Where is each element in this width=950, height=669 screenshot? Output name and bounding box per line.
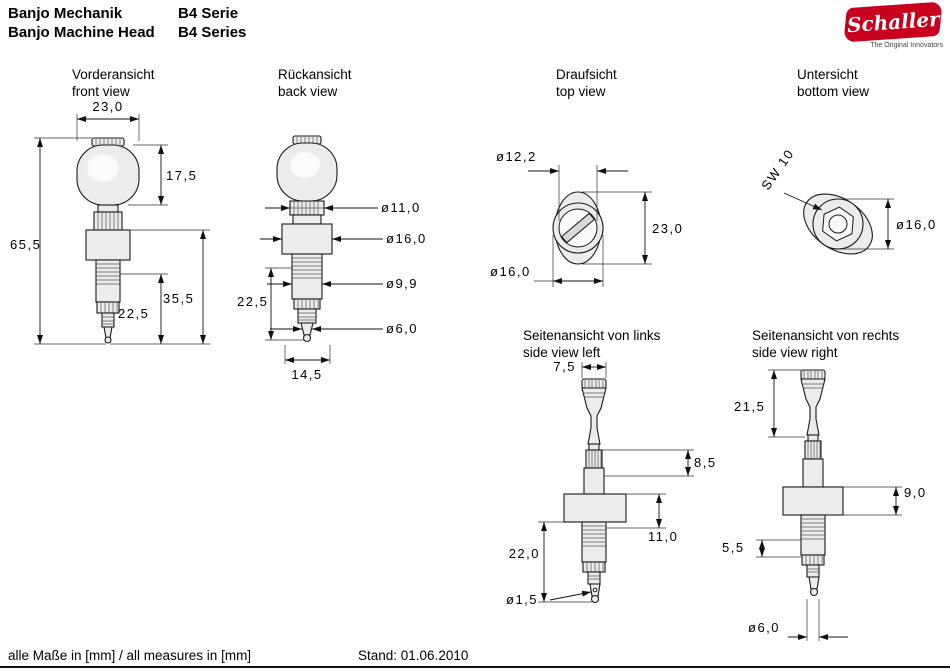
side-left-view-drawing: 7,5 8,5 11,0 22,0 ø1,5 <box>506 359 717 607</box>
dim-front-width: 23,0 <box>92 99 123 114</box>
front-view-label-de: Vorderansicht <box>72 67 155 82</box>
side-right-view-label: Seitenansicht von rechts side view right <box>752 327 899 361</box>
bottom-border-line <box>0 666 950 668</box>
dim-sideleft-body: 11,0 <box>648 529 678 544</box>
side-left-view-label-en: side view left <box>523 345 601 360</box>
bottom-view-drawing: SW 10 ø16,0 <box>758 146 937 255</box>
back-view-dimensions: ø11,0 ø16,0 ø9,9 ø6,0 22,5 14,5 <box>237 200 427 382</box>
back-view-drawing: ø11,0 ø16,0 ø9,9 ø6,0 22,5 14,5 <box>237 135 427 382</box>
schaller-logo-text: Schaller <box>845 6 941 38</box>
header-series-de: B4 Serie <box>178 5 239 22</box>
dim-sideleft-hole: ø1,5 <box>506 592 538 607</box>
side-right-view-label-de: Seitenansicht von rechts <box>752 328 900 343</box>
side-right-view-drawing: 21,5 9,0 5,5 ø6,0 <box>722 369 927 641</box>
dim-bottom-wrench: SW 10 <box>758 146 797 193</box>
dim-front-shaft-height: 22,5 <box>118 306 149 321</box>
dim-back-d16: ø16,0 <box>386 231 427 246</box>
front-view-label-en: front view <box>72 84 130 99</box>
header-series: B4 Serie B4 Series <box>178 4 246 42</box>
footer-note: alle Maße in [mm] / all measures in [mm] <box>8 648 252 663</box>
dim-front-knob-height: 17,5 <box>166 168 197 183</box>
header-title-de: Banjo Mechanik <box>8 5 123 22</box>
back-view-label-en: back view <box>278 84 338 99</box>
top-view-part <box>552 191 604 265</box>
top-view-drawing: ø12,2 23,0 ø16,0 <box>490 149 683 287</box>
dim-top-height: 23,0 <box>652 221 683 236</box>
front-view-part <box>76 137 140 344</box>
header-series-en: B4 Series <box>178 24 247 41</box>
dim-back-width: 14,5 <box>291 367 322 382</box>
dim-sideright-knob: 21,5 <box>734 399 765 414</box>
dim-sideleft-lower: 22,0 <box>509 546 540 561</box>
dim-sideright-washer: 5,5 <box>722 540 745 555</box>
side-left-view-label-de: Seitenansicht von links <box>523 328 661 343</box>
back-view-label: Rückansicht back view <box>278 66 352 100</box>
side-right-view-label-en: side view right <box>752 345 838 360</box>
front-view-drawing: 23,0 17,5 65,5 35,5 22,5 <box>10 99 210 345</box>
top-view-label-de: Draufsicht <box>556 67 617 82</box>
top-view-label-en: top view <box>556 84 606 99</box>
schaller-logo-mark: Schaller <box>843 1 943 43</box>
side-left-view-label: Seitenansicht von links side view left <box>523 327 660 361</box>
side-right-view-part <box>782 369 844 597</box>
dim-back-d6: ø6,0 <box>386 321 418 336</box>
schaller-logo: Schaller The Original Innovators <box>843 1 945 49</box>
dim-sideright-body: 9,0 <box>904 485 927 500</box>
side-right-view-dimensions: 21,5 9,0 5,5 ø6,0 <box>722 369 927 641</box>
header-titles: Banjo Mechanik Banjo Machine Head <box>8 4 155 42</box>
dim-sideright-post: ø6,0 <box>748 620 780 635</box>
dim-sideleft-top-width: 7,5 <box>553 359 576 374</box>
dim-top-d16: ø16,0 <box>490 264 531 279</box>
side-left-view-dimensions: 7,5 8,5 11,0 22,0 ø1,5 <box>506 359 717 607</box>
bottom-view-label: Untersicht bottom view <box>797 66 869 100</box>
bottom-view-label-en: bottom view <box>797 84 870 99</box>
bottom-view-part <box>803 193 873 255</box>
footer-date: Stand: 01.06.2010 <box>358 648 469 663</box>
top-view-label: Draufsicht top view <box>556 66 617 100</box>
dim-front-total-height: 65,5 <box>10 237 41 252</box>
top-view-dimensions: ø12,2 23,0 ø16,0 <box>490 149 683 287</box>
dim-top-d122: ø12,2 <box>496 149 537 164</box>
bottom-view-label-de: Untersicht <box>797 67 858 82</box>
header-title-en: Banjo Machine Head <box>8 24 155 41</box>
dim-back-d11: ø11,0 <box>381 200 421 215</box>
dim-back-height: 22,5 <box>237 294 268 309</box>
dim-sideleft-neck: 8,5 <box>694 455 717 470</box>
back-view-part <box>276 135 338 343</box>
dim-front-lower-height: 35,5 <box>163 291 194 306</box>
back-view-label-de: Rückansicht <box>278 67 352 82</box>
dim-back-d99: ø9,9 <box>386 276 418 291</box>
side-left-view-part <box>563 378 627 604</box>
schaller-logo-tagline: The Original Innovators <box>870 42 943 49</box>
front-view-dimensions: 23,0 17,5 65,5 35,5 22,5 <box>10 99 210 345</box>
front-view-label: Vorderansicht front view <box>72 66 155 100</box>
dim-bottom-d16: ø16,0 <box>896 217 937 232</box>
